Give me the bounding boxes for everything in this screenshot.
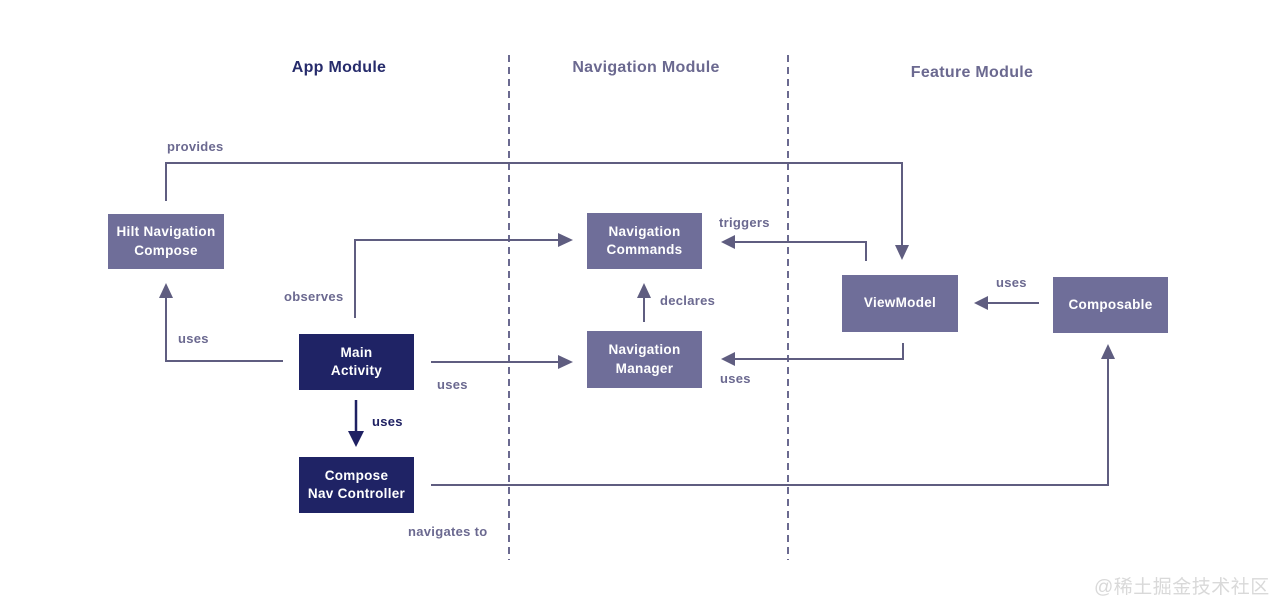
node-main-activity: Main Activity — [299, 334, 414, 390]
arrowhead-uses-controller — [348, 431, 364, 447]
edge-provides-line — [165, 162, 903, 246]
module-title-app: App Module — [291, 59, 387, 76]
edge-label-uses-composable: uses — [996, 275, 1027, 290]
module-title-feature: Feature Module — [910, 64, 1034, 81]
node-hilt-navigation-compose: Hilt Navigation Compose — [108, 214, 224, 269]
watermark-text: @稀土掘金技术社区 — [1094, 577, 1270, 598]
edge-label-observes: observes — [284, 289, 344, 304]
module-divider-lines — [508, 55, 789, 560]
edge-uses-hilt-line — [165, 298, 283, 362]
arrowhead-uses-composable — [974, 296, 988, 310]
module-title-navigation: Navigation Module — [572, 59, 720, 76]
arrowhead-provides — [895, 245, 909, 260]
edge-label-navigates-to: navigates to — [408, 524, 488, 539]
edge-label-uses-controller: uses — [372, 414, 403, 429]
arrowhead-triggers — [721, 235, 735, 249]
edge-uses-controller — [348, 400, 364, 447]
edge-label-declares: declares — [660, 293, 716, 308]
node-composable: Composable — [1053, 277, 1168, 333]
arrowhead-uses-hilt — [159, 283, 173, 298]
node-compose-nav-controller: Compose Nav Controller — [299, 457, 414, 513]
edge-label-uses-viewmodel-manager: uses — [720, 371, 751, 386]
node-viewmodel: ViewModel — [842, 275, 958, 332]
edge-observes-line — [354, 239, 559, 318]
node-navigation-commands: Navigation Commands — [587, 213, 702, 269]
edge-uses-viewmodel-manager-line — [734, 343, 904, 360]
edge-navigates-to-line — [431, 358, 1109, 486]
edge-triggers-line — [734, 241, 867, 261]
arrowhead-observes — [558, 233, 573, 247]
arrowhead-uses-manager — [558, 355, 573, 369]
connector-lines — [165, 162, 1109, 486]
arrowhead-uses-viewmodel-manager — [721, 352, 735, 366]
arrowhead-navigates-to — [1101, 344, 1115, 359]
edge-label-triggers: triggers — [719, 215, 770, 230]
node-navigation-manager: Navigation Manager — [587, 331, 702, 388]
edge-label-uses-manager: uses — [437, 377, 468, 392]
arrowhead-declares — [637, 283, 651, 298]
edge-label-uses-hilt: uses — [178, 331, 209, 346]
edge-label-provides: provides — [167, 139, 224, 154]
